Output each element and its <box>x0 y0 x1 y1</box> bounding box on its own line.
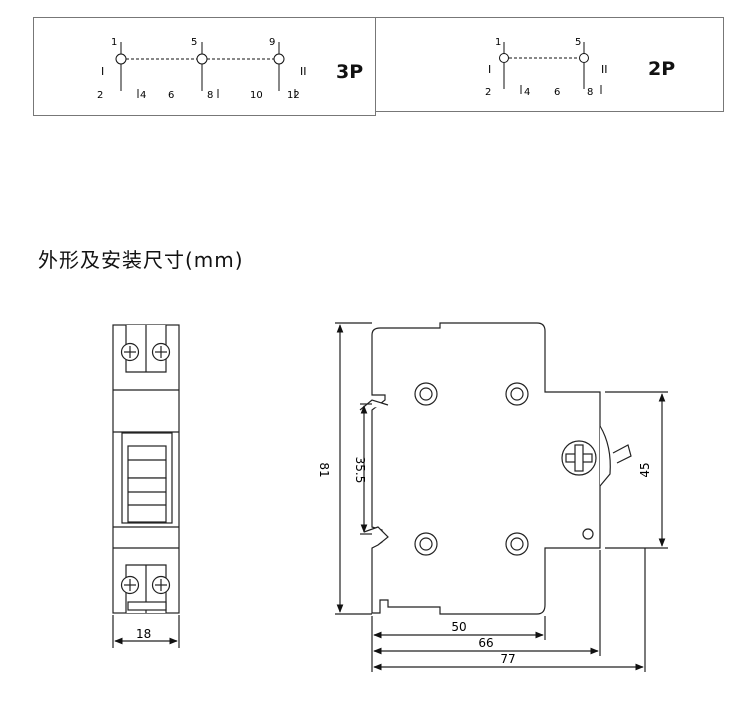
schematic-3p-box: I II 1 5 9 2 4 6 8 10 12 3P <box>33 17 376 116</box>
dim-rail-height: 35.5 <box>353 457 367 484</box>
terminal-label: 8 <box>207 90 213 101</box>
pole-label-3p: 3P <box>336 61 364 83</box>
dim-depth-66: 66 <box>478 636 493 650</box>
left-symbol: I <box>488 63 491 76</box>
terminal-label: 4 <box>524 87 530 98</box>
dim-side-height: 81 <box>317 462 331 477</box>
terminal-label: 1 <box>495 37 501 48</box>
schematic-2p-diagram: I II 1 5 2 4 6 8 <box>485 37 608 98</box>
dim-depth-77: 77 <box>500 652 515 666</box>
terminal-label: 1 <box>111 37 117 48</box>
terminal-label: 4 <box>140 90 146 101</box>
left-symbol: I <box>101 65 104 78</box>
pole-label-2p: 2P <box>648 58 676 80</box>
front-view <box>112 324 180 648</box>
terminal-label: 10 <box>250 90 263 101</box>
terminal-label: 5 <box>191 37 197 48</box>
right-symbol: II <box>300 65 307 78</box>
schematic-2p-box: I II 1 5 2 4 6 8 2P <box>375 17 724 112</box>
right-symbol: II <box>601 63 608 76</box>
terminal-label: 2 <box>97 90 103 101</box>
terminal-label: 2 <box>485 87 491 98</box>
terminal-label: 9 <box>269 37 275 48</box>
terminal-label: 8 <box>587 87 593 98</box>
dim-right-height: 45 <box>638 462 652 477</box>
dim-depth-50: 50 <box>451 620 466 634</box>
terminal-label: 5 <box>575 37 581 48</box>
side-view <box>335 322 668 672</box>
terminal-label: 6 <box>554 87 560 98</box>
schematic-3p-diagram: I II 1 5 9 2 4 6 8 10 12 <box>97 37 307 101</box>
terminal-label: 12 <box>287 90 300 101</box>
dim-front-width: 18 <box>136 627 151 641</box>
section-title: 外形及安装尺寸(mm) <box>38 248 244 272</box>
terminal-label: 6 <box>168 90 174 101</box>
